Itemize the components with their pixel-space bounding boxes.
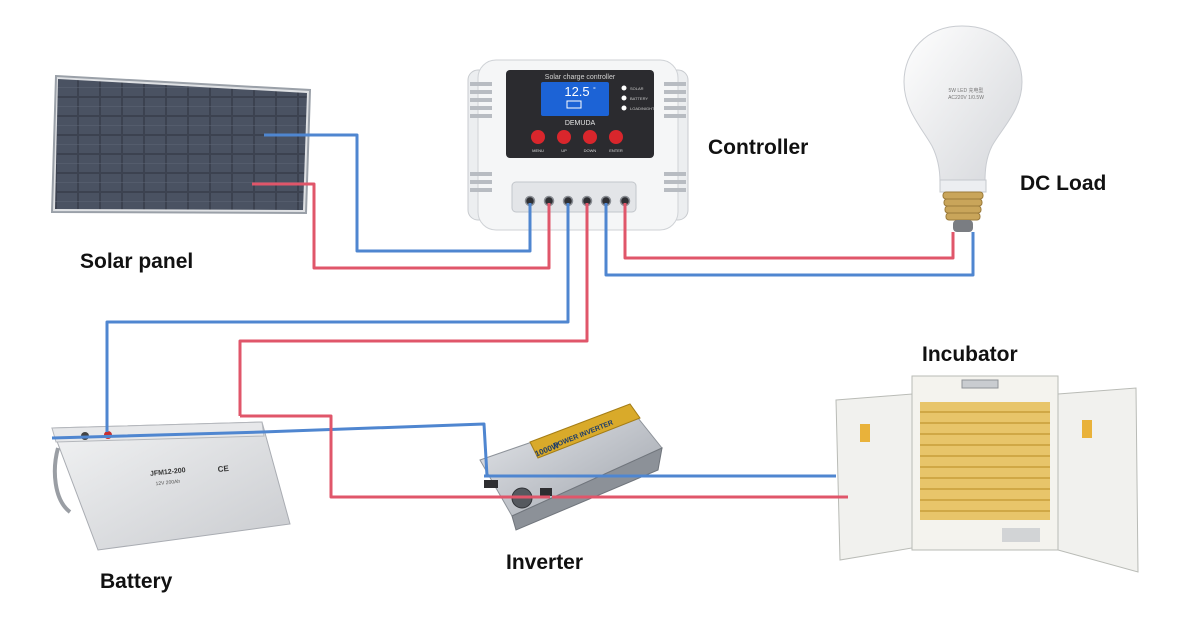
- menu-button[interactable]: [531, 130, 545, 144]
- battery-ce-mark: CE: [217, 464, 230, 474]
- battery-label: Battery: [100, 570, 173, 593]
- lcd-display: [541, 82, 609, 116]
- inverter-label: Inverter: [506, 551, 584, 574]
- inverter-negative-wire: [51, 422, 489, 477]
- solar-panel-label: Solar panel: [80, 250, 194, 273]
- load-negative-wire: [604, 203, 975, 277]
- battery: JFM12-200 12V 200Ah CE: [51, 421, 291, 551]
- charge-controller: Solar charge controller 12.5 ° DEMUDA SO…: [467, 59, 689, 231]
- menu-button-label: MENU: [532, 148, 544, 153]
- up-button[interactable]: [557, 130, 571, 144]
- indicator-leds: [621, 85, 627, 111]
- inverter-positive-wire: [240, 414, 550, 499]
- indicator-label-2: BATTERY: [630, 96, 648, 101]
- battery-negative-wire: [105, 203, 570, 432]
- battery-model: JFM12-200: [150, 467, 186, 478]
- egg-trays: [920, 411, 1050, 512]
- load-positive-wire: [623, 203, 955, 260]
- enter-button[interactable]: [609, 130, 623, 144]
- up-button-label: UP: [561, 148, 567, 153]
- battery-spec: 12V 200Ah: [155, 479, 180, 488]
- led-bulb: 5W LED 充电型 AC220V 1/0.5W: [903, 25, 1023, 232]
- controller-brand: DEMUDA: [565, 120, 596, 127]
- vent-left: [470, 82, 492, 192]
- down-button-label: DOWN: [584, 148, 597, 153]
- bulb-print-2: AC220V 1/0.5W: [948, 95, 984, 101]
- lcd-value: 12.5: [564, 84, 589, 99]
- controller-label: Controller: [708, 136, 809, 159]
- solar-positive-wire: [252, 182, 551, 270]
- battery-positive-wire: [238, 203, 589, 416]
- dc-load-label: DC Load: [1020, 172, 1107, 195]
- incubator-label: Incubator: [922, 343, 1018, 366]
- wires: [51, 133, 975, 499]
- indicator-label-1: SOLAR: [630, 86, 644, 91]
- indicator-label-3: LOAD/NIGHT: [630, 106, 655, 111]
- lcd-battery-icon: [566, 100, 582, 109]
- vent-right: [664, 82, 686, 192]
- incubator: [835, 375, 1139, 573]
- solar-negative-wire: [264, 133, 532, 253]
- enter-button-label: ENTER: [609, 148, 623, 153]
- bulb-print: 5W LED 充电型: [948, 87, 983, 94]
- down-button[interactable]: [583, 130, 597, 144]
- lcd-unit: °: [593, 86, 596, 94]
- inverter: POWER INVERTER 1000W: [479, 403, 663, 531]
- controller-title: Solar charge controller: [545, 74, 616, 81]
- solar-panel: [50, 74, 312, 215]
